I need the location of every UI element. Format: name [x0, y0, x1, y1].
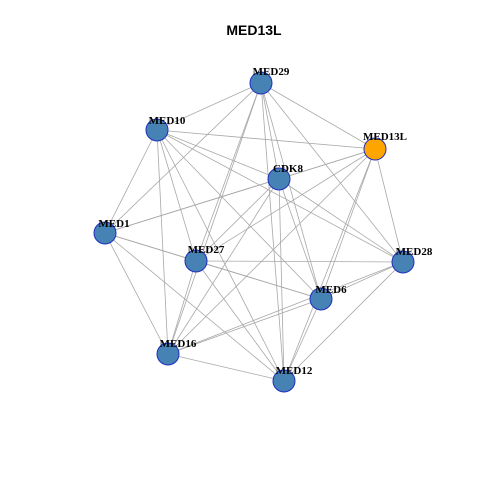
edge-med6-med12: [283, 298, 322, 382]
edge-med29-med28: [260, 82, 404, 263]
edge-med13l-med16: [167, 148, 376, 355]
edge-med10-med6: [156, 129, 322, 300]
node-circle-med16[interactable]: [156, 342, 180, 366]
node-circle-med29[interactable]: [249, 71, 273, 95]
diagram-title: MED13L: [226, 22, 282, 38]
edge-med10-med27: [156, 129, 197, 262]
edge-med1-med16: [104, 232, 169, 355]
node-med27[interactable]: MED27: [184, 244, 225, 273]
edge-med10-med12: [156, 129, 285, 382]
edge-med13l-med27: [195, 148, 376, 262]
edge-med28-med12: [283, 261, 404, 382]
edge-cdk8-med12: [278, 178, 285, 382]
edge-med27-med6: [195, 260, 322, 300]
node-circle-cdk8[interactable]: [267, 167, 291, 191]
edge-med27-med12: [195, 260, 285, 382]
edge-med13l-med6: [320, 148, 376, 300]
edge-med10-cdk8: [156, 129, 280, 180]
edge-cdk8-med16: [167, 178, 280, 355]
node-med10[interactable]: MED10: [145, 115, 186, 142]
edge-med29-med12: [260, 82, 285, 382]
edge-med10-med28: [156, 129, 404, 263]
edge-cdk8-med27: [195, 178, 280, 262]
node-med6[interactable]: MED6: [309, 284, 347, 311]
node-label-med29: MED29: [253, 66, 290, 78]
node-label-med13l: MED13L: [363, 131, 407, 143]
node-circle-med6[interactable]: [309, 287, 333, 311]
node-label-med12: MED12: [276, 365, 313, 377]
node-label-cdk8: CDK8: [273, 163, 303, 175]
node-med12[interactable]: MED12: [272, 365, 313, 393]
node-med16[interactable]: MED16: [156, 338, 197, 366]
node-med28[interactable]: MED28: [391, 246, 433, 274]
edge-med28-med6: [320, 261, 404, 300]
edge-med1-med12: [104, 232, 285, 382]
edge-med27-med16: [167, 260, 197, 355]
edge-med10-med1: [104, 129, 158, 234]
edge-med6-med16: [167, 298, 322, 355]
edge-layer: [104, 82, 404, 382]
edge-med10-med16: [156, 129, 169, 355]
edge-cdk8-med28: [278, 178, 404, 263]
edge-med29-med27: [195, 82, 262, 262]
edge-med27-med28: [195, 260, 404, 263]
node-med1[interactable]: MED1: [93, 218, 130, 245]
node-med29[interactable]: MED29: [249, 66, 290, 95]
node-label-med6: MED6: [315, 284, 347, 296]
edge-med29-med1: [104, 82, 262, 234]
node-cdk8[interactable]: CDK8: [267, 163, 303, 191]
node-label-med1: MED1: [98, 218, 129, 230]
node-circle-med27[interactable]: [184, 249, 208, 273]
edge-cdk8-med1: [104, 178, 280, 234]
edge-med29-med13l: [260, 82, 376, 150]
node-circle-med28[interactable]: [391, 250, 415, 274]
node-med13l[interactable]: MED13L: [363, 131, 407, 161]
edge-med29-med10: [156, 82, 262, 131]
edge-med28-med16: [167, 261, 404, 355]
edge-med16-med12: [167, 353, 285, 382]
node-circle-med1[interactable]: [93, 221, 117, 245]
node-label-med16: MED16: [160, 338, 197, 350]
node-circle-med13l[interactable]: [363, 137, 387, 161]
edge-med13l-med28: [374, 148, 404, 263]
node-circle-med12[interactable]: [272, 369, 296, 393]
edge-med13l-med12: [283, 148, 376, 382]
node-circle-med10[interactable]: [145, 118, 169, 142]
node-label-med28: MED28: [396, 246, 433, 258]
edge-med29-cdk8: [260, 82, 280, 180]
node-label-med10: MED10: [149, 115, 186, 127]
edge-med10-med13l: [156, 129, 376, 150]
node-label-med27: MED27: [188, 244, 225, 256]
edge-cdk8-med6: [278, 178, 322, 300]
edge-med29-med16: [167, 82, 262, 355]
edge-med29-med6: [260, 82, 322, 300]
